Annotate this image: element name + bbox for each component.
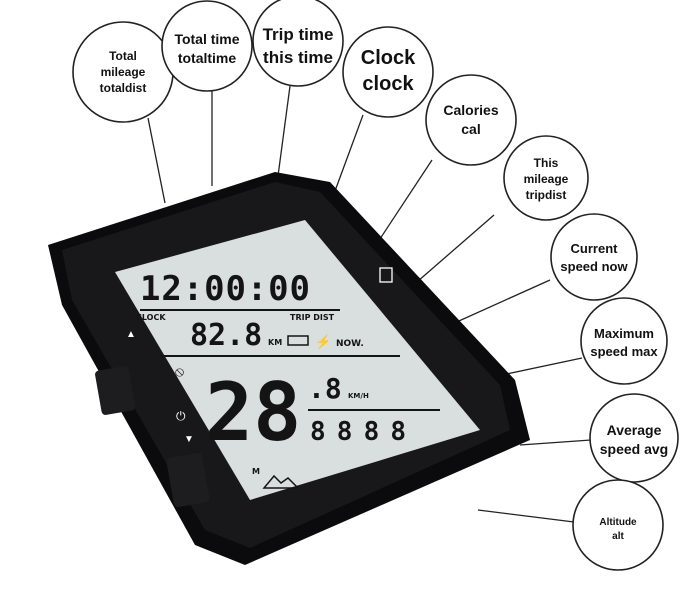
side-button-lower[interactable] — [166, 452, 210, 508]
leader-line — [519, 439, 592, 446]
callout-text: Altitude — [599, 517, 637, 528]
callout-this-mileage — [503, 135, 589, 221]
speed-decimal-value: .8 — [308, 372, 342, 405]
callout-text: Average — [607, 422, 662, 438]
power-icon[interactable]: ⏻ — [176, 409, 186, 423]
lightning-icon: ⚡ — [315, 334, 331, 350]
callout-text: mileage — [524, 172, 569, 186]
up-arrow-icon[interactable]: ▲ — [126, 329, 136, 340]
callout-maximum-speed — [580, 297, 668, 385]
callout-text: speed now — [560, 259, 628, 274]
callout-text: Total time — [174, 31, 239, 47]
mountain-icon — [262, 474, 300, 489]
battery-icon — [287, 335, 309, 346]
speed-value: 28 — [205, 366, 301, 459]
leader-line — [477, 509, 575, 523]
leader-lines — [147, 85, 592, 523]
callout-clock — [342, 26, 434, 118]
callout-text: mileage — [101, 65, 146, 79]
callout-text: Calories — [443, 102, 498, 118]
speed-unit-label: KM/H — [348, 392, 369, 400]
callout-text: totaldist — [100, 81, 147, 95]
distance-value: 82.8 — [190, 318, 262, 353]
clock-value: 12:00:00 — [140, 269, 310, 309]
callout-text: Total — [109, 49, 137, 63]
leader-line — [501, 357, 583, 376]
lcd-screen — [115, 220, 480, 500]
callout-text: speed avg — [600, 441, 668, 457]
gps-signal-icon: ⦸ — [175, 363, 184, 379]
km-label: KM — [268, 338, 282, 347]
callout-text: speed max — [590, 344, 658, 359]
callout-text: Clock — [361, 47, 416, 69]
callout-text: Trip time — [263, 25, 334, 44]
callout-text: cal — [461, 121, 480, 137]
leader-line — [449, 279, 551, 326]
callout-text: Current — [571, 241, 619, 256]
callout-trip-time — [252, 0, 344, 87]
clock-label: CLOCK — [136, 313, 166, 322]
callout-text: this time — [263, 48, 333, 67]
altitude-unit-label: M — [252, 467, 260, 476]
callout-text: tripdist — [526, 188, 567, 202]
callout-calories — [425, 74, 517, 166]
callout-average-speed — [589, 393, 679, 483]
callout-text: clock — [362, 73, 414, 95]
callout-text: This — [534, 156, 559, 170]
leader-line — [277, 85, 291, 177]
callout-current-speed — [550, 213, 638, 301]
trip-dist-label: TRIP DIST — [290, 313, 335, 322]
callout-altitude — [572, 479, 664, 571]
callout-total-time — [161, 0, 253, 92]
callout-labels: Total mileage totaldist Total time totaltim… — [100, 25, 669, 542]
side-button-upper[interactable] — [94, 365, 136, 415]
callout-text: Maximum — [594, 326, 654, 341]
down-arrow-icon[interactable]: ▼ — [184, 434, 194, 445]
lap-button-icon[interactable] — [379, 267, 393, 283]
now-label: NOW. — [336, 339, 364, 349]
leader-line — [373, 159, 433, 249]
callout-text: totaltime — [178, 50, 237, 66]
leader-line — [409, 214, 495, 289]
leader-line — [147, 117, 166, 204]
callout-text: alt — [612, 531, 624, 542]
